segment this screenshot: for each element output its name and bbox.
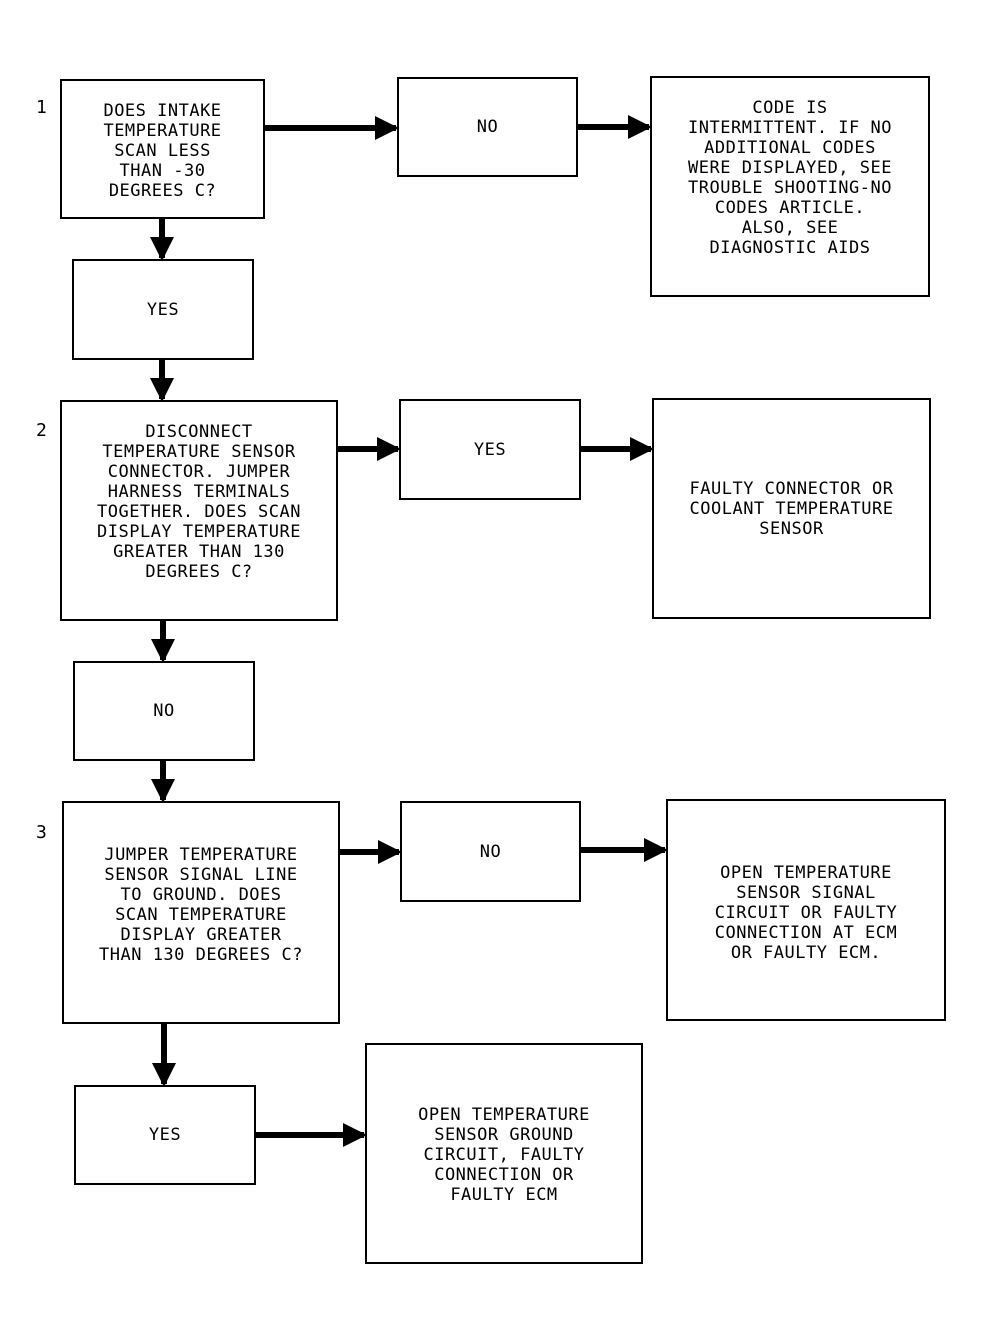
answer-label-step-3-yes: YES	[148, 1125, 182, 1145]
answer-box-step-3-no: NO	[400, 801, 581, 902]
step-number-3: 3	[36, 822, 47, 843]
step-number-1: 1	[36, 97, 47, 118]
result-box-step-1-no: CODE IS INTERMITTENT. IF NO ADDITIONAL C…	[650, 76, 930, 297]
result-text-step-1-no: CODE IS INTERMITTENT. IF NO ADDITIONAL C…	[688, 98, 892, 258]
answer-box-step-2-yes: YES	[399, 399, 581, 500]
result-box-step-3-no: OPEN TEMPERATURE SENSOR SIGNAL CIRCUIT O…	[666, 799, 946, 1021]
result-box-step-3-yes: OPEN TEMPERATURE SENSOR GROUND CIRCUIT, …	[365, 1043, 643, 1264]
answer-box-step-2-no: NO	[73, 661, 255, 761]
question-text-step-1: DOES INTAKE TEMPERATURE SCAN LESS THAN -…	[103, 101, 222, 201]
question-box-step-2: DISCONNECT TEMPERATURE SENSOR CONNECTOR.…	[60, 400, 338, 621]
question-box-step-1: DOES INTAKE TEMPERATURE SCAN LESS THAN -…	[60, 79, 265, 219]
answer-label-step-2-yes: YES	[473, 439, 507, 460]
question-box-step-3: JUMPER TEMPERATURE SENSOR SIGNAL LINE TO…	[62, 801, 340, 1024]
answer-label-step-1-no: NO	[476, 117, 499, 137]
result-text-step-2-yes: FAULTY CONNECTOR OR COOLANT TEMPERATURE …	[689, 478, 894, 539]
answer-label-step-2-no: NO	[153, 701, 175, 721]
answer-box-step-1-yes: YES	[72, 259, 254, 360]
question-text-step-2: DISCONNECT TEMPERATURE SENSOR CONNECTOR.…	[97, 422, 301, 582]
step-number-2: 2	[36, 420, 47, 441]
result-box-step-2-yes: FAULTY CONNECTOR OR COOLANT TEMPERATURE …	[652, 398, 931, 619]
result-text-step-3-yes: OPEN TEMPERATURE SENSOR GROUND CIRCUIT, …	[418, 1105, 590, 1205]
result-text-step-3-no: OPEN TEMPERATURE SENSOR SIGNAL CIRCUIT O…	[714, 863, 898, 963]
answer-label-step-1-yes: YES	[146, 299, 180, 320]
answer-box-step-1-no: NO	[397, 77, 578, 177]
answer-box-step-3-yes: YES	[74, 1085, 256, 1185]
question-text-step-3: JUMPER TEMPERATURE SENSOR SIGNAL LINE TO…	[99, 845, 303, 965]
answer-label-step-3-no: NO	[479, 841, 502, 862]
